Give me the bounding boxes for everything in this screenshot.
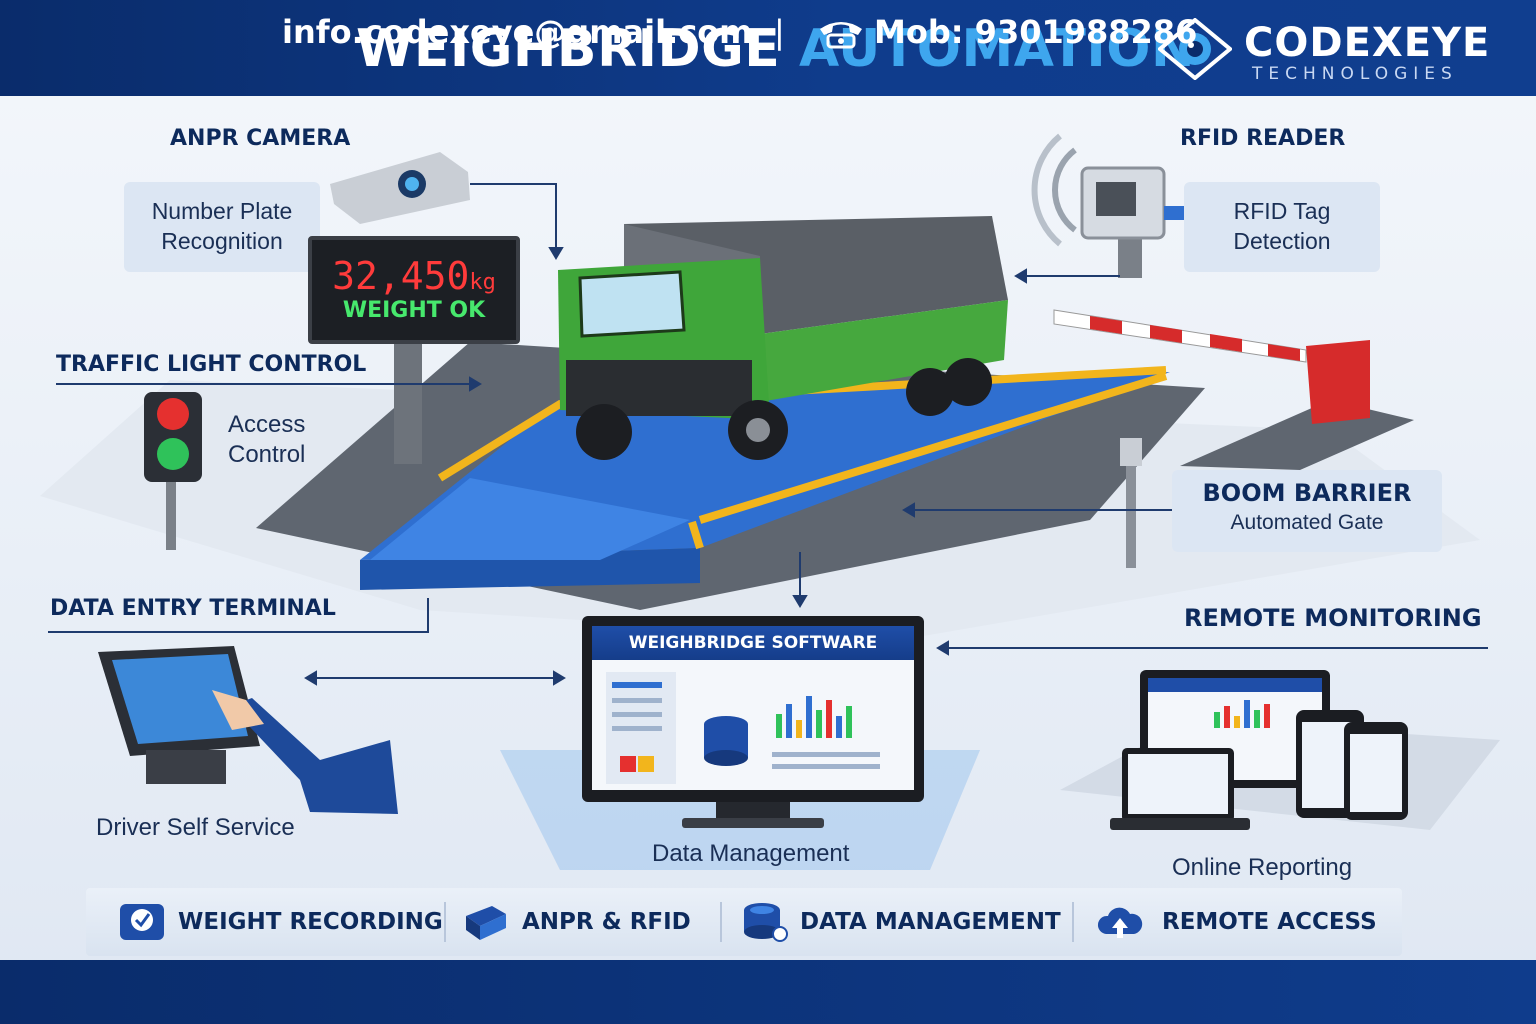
software-monitor: WEIGHBRIDGE SOFTWARE <box>582 616 924 802</box>
weight-unit: kg <box>469 270 496 295</box>
remote-monitoring-heading: REMOTE MONITORING <box>1184 604 1482 632</box>
dashboard-graphic <box>606 672 880 784</box>
title-accent: AUTOMATION <box>798 19 1195 79</box>
rfid-card-icon <box>466 906 506 940</box>
footer-banner <box>0 960 1536 1024</box>
scale-icon <box>120 904 164 940</box>
feature-remote-access: REMOTE ACCESS <box>1090 888 1377 956</box>
feature-label-data-management: DATA MANAGEMENT <box>800 909 1061 935</box>
traffic-light-icon <box>144 392 202 550</box>
remote-devices-icon <box>1060 670 1500 830</box>
telephone-icon <box>820 22 862 49</box>
boom-barrier-heading: BOOM BARRIER <box>1202 479 1412 507</box>
boom-barrier-icon <box>1053 309 1414 568</box>
traffic-text-line2: Control <box>228 441 306 468</box>
contact-phone-text: Mob: 9301988286 <box>874 13 1198 51</box>
anpr-camera-icon <box>330 152 470 464</box>
anpr-card-line1: Number Plate <box>151 198 293 224</box>
truck-icon <box>558 216 1008 460</box>
anpr-camera-heading: ANPR CAMERA <box>170 126 351 151</box>
touchscreen-terminal-icon <box>98 646 398 814</box>
contact-phone[interactable]: Mob: 9301988286 <box>816 10 1197 54</box>
traffic-light-text: Access Control <box>228 410 305 470</box>
weight-readout: 32,450kg <box>312 254 516 298</box>
weight-value: 32,450 <box>332 254 470 298</box>
online-reporting-caption: Online Reporting <box>1172 854 1353 881</box>
anpr-card: Number Plate Recognition <box>124 182 320 272</box>
traffic-text-line1: Access <box>228 411 306 438</box>
codexeye-logo-icon <box>1158 18 1232 80</box>
weight-status: WEIGHT OK <box>342 298 486 323</box>
cloud-upload-icon <box>1097 907 1143 938</box>
feature-weight-recording: WEIGHT RECORDING <box>118 888 443 956</box>
software-screen-title: WEIGHBRIDGE SOFTWARE <box>592 626 914 660</box>
data-management-caption: Data Management <box>652 840 850 867</box>
rfid-card: RFID Tag Detection <box>1184 182 1380 272</box>
contact-email[interactable]: info.codexeye@gmail.com <box>282 13 753 51</box>
feature-divider <box>444 902 446 942</box>
rfid-reader-heading: RFID READER <box>1180 126 1346 151</box>
logo-name: CODEXEYE <box>1244 20 1491 66</box>
feature-divider <box>1072 902 1074 942</box>
feature-data-management: DATA MANAGEMENT <box>740 888 1061 956</box>
header-banner <box>0 0 1536 96</box>
feature-label-anpr-rfid: ANPR & RFID <box>522 909 691 935</box>
boom-barrier-card: BOOM BARRIER Automated Gate <box>1172 470 1442 552</box>
feature-divider <box>720 902 722 942</box>
page-title: WEIGHBRIDGE AUTOMATION <box>356 14 1195 84</box>
boom-barrier-subtext: Automated Gate <box>1230 511 1384 534</box>
footer-separator: | <box>774 13 785 51</box>
feature-anpr-rfid: ANPR & RFID <box>462 888 691 956</box>
feature-bar: WEIGHT RECORDING ANPR & RFID DATA MANAGE… <box>86 888 1402 956</box>
database-icon <box>744 903 788 942</box>
rfid-card-line1: RFID Tag <box>1233 198 1331 224</box>
feature-label-remote-access: REMOTE ACCESS <box>1162 909 1377 935</box>
logo-subtitle: TECHNOLOGIES <box>1252 64 1458 84</box>
feature-label-weight: WEIGHT RECORDING <box>178 909 443 935</box>
data-entry-heading: DATA ENTRY TERMINAL <box>50 596 336 621</box>
rfid-reader-icon <box>1031 133 1200 278</box>
anpr-card-line2: Recognition <box>161 228 283 254</box>
rfid-card-line2: Detection <box>1233 228 1331 254</box>
weighbridge-scene <box>40 133 1500 870</box>
weight-display: 32,450kg WEIGHT OK <box>308 236 520 344</box>
driver-self-service-caption: Driver Self Service <box>96 814 295 841</box>
traffic-light-heading: TRAFFIC LIGHT CONTROL <box>56 352 367 377</box>
software-screen: WEIGHBRIDGE SOFTWARE <box>592 626 914 790</box>
title-main: WEIGHBRIDGE <box>356 19 781 79</box>
